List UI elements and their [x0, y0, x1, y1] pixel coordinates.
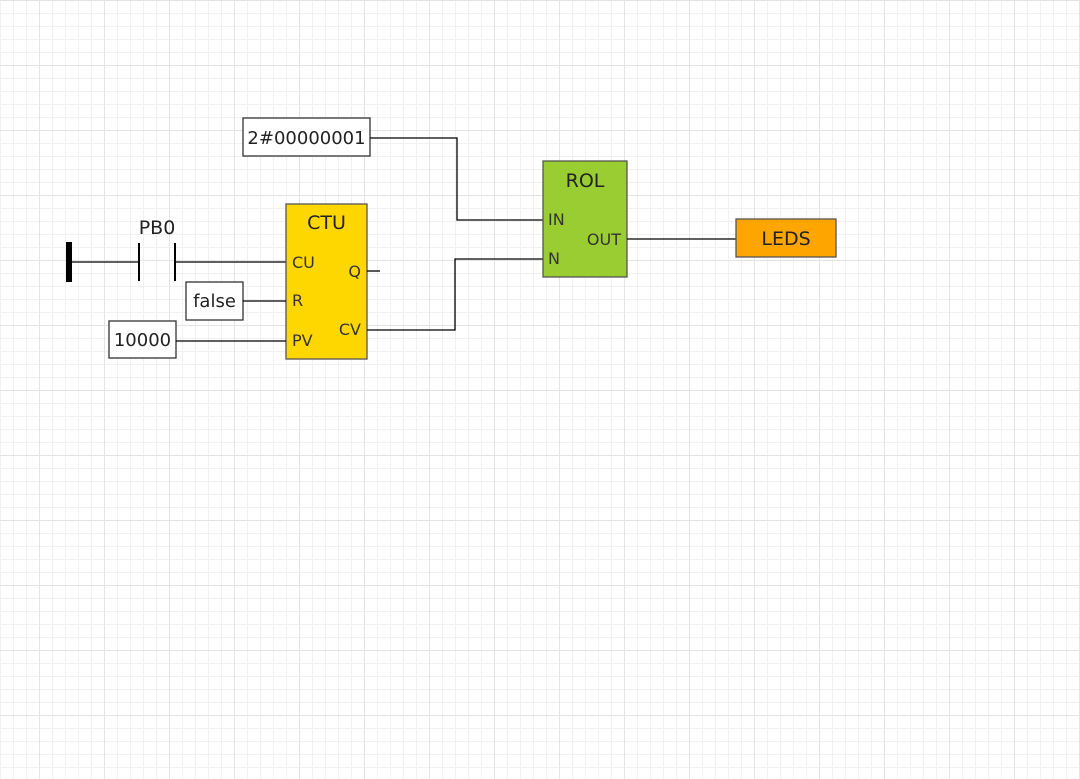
output-variable-text: LEDS — [761, 228, 810, 250]
ctu-pin-r: R — [292, 291, 303, 310]
rol-input-value-box[interactable]: 2#00000001 — [242, 117, 371, 157]
wire-cv-to-n — [367, 258, 543, 331]
reset-value-box[interactable]: false — [185, 281, 244, 321]
preset-value-box[interactable]: 10000 — [108, 320, 177, 359]
rol-input-value-frame — [242, 117, 371, 157]
rol-block-title: ROL — [566, 170, 605, 192]
rol-pin-out: OUT — [587, 230, 621, 249]
ctu-pin-cu: CU — [292, 253, 315, 272]
output-variable-frame — [735, 218, 837, 258]
ctu-pin-cv: CV — [339, 320, 361, 339]
output-variable-leds[interactable]: LEDS — [735, 218, 837, 258]
reset-value-text: false — [193, 291, 236, 312]
rol-block-body — [542, 160, 628, 278]
rol-input-value-text: 2#00000001 — [247, 128, 365, 149]
ctu-pin-pv: PV — [292, 331, 313, 350]
preset-value-frame — [108, 320, 177, 359]
rol-rotate-block[interactable]: ROL IN N OUT — [542, 160, 628, 278]
ctu-counter-block[interactable]: CTU CU R PV Q CV — [285, 203, 368, 360]
wire-value-to-in — [370, 137, 543, 221]
rol-pin-n: N — [548, 249, 560, 268]
ctu-block-title: CTU — [307, 212, 346, 234]
contact-variable-label: PB0 — [139, 217, 176, 239]
rol-pin-in: IN — [548, 210, 565, 229]
ctu-pin-q: Q — [348, 262, 361, 281]
contact-pb0[interactable]: PB0 — [138, 217, 176, 281]
ctu-block-body — [285, 203, 368, 360]
preset-value-text: 10000 — [114, 330, 171, 351]
